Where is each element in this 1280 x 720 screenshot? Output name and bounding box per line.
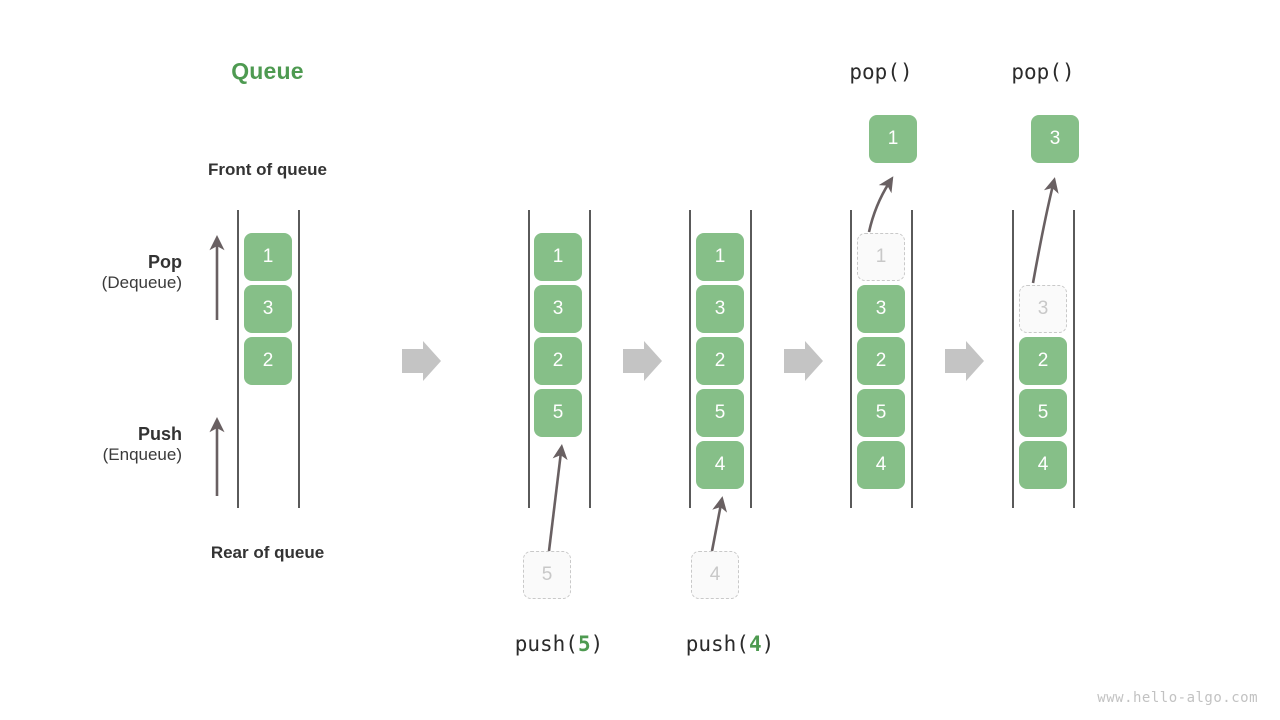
queue-rail-left-stage-0 bbox=[237, 210, 239, 508]
page-title: Queue bbox=[231, 58, 304, 84]
push-operation-alt: (Enqueue) bbox=[102, 444, 182, 464]
queue-cell: 2 bbox=[1019, 337, 1067, 385]
push-call-label-stage-1: push(5) bbox=[479, 632, 639, 656]
queue-cell: 3 bbox=[857, 285, 905, 333]
queue-cell: 3 bbox=[244, 285, 292, 333]
popped-element: 1 bbox=[869, 115, 917, 163]
queue-rail-left-stage-4 bbox=[1012, 210, 1014, 508]
queue-rail-right-stage-0 bbox=[298, 210, 300, 508]
queue-cell: 2 bbox=[696, 337, 744, 385]
queue-cell: 5 bbox=[696, 389, 744, 437]
pop-operation-name: Pop bbox=[148, 252, 182, 272]
queue-rail-right-stage-2 bbox=[750, 210, 752, 508]
pop-call-text: pop() bbox=[1011, 60, 1075, 84]
pop-call-label-stage-3: pop() bbox=[801, 60, 961, 84]
stage-transition-arrow-2-3 bbox=[784, 341, 823, 381]
queue-rail-right-stage-1 bbox=[589, 210, 591, 508]
push-operation-name: Push bbox=[137, 424, 182, 444]
watermark: www.hello-algo.com bbox=[1097, 690, 1258, 706]
queue-cell: 1 bbox=[244, 233, 292, 281]
push-insert-arrow-stage-2 bbox=[710, 496, 728, 552]
pop-remove-arrow-stage-3 bbox=[867, 176, 894, 233]
push-operation-label: Push (Enqueue) bbox=[22, 424, 182, 465]
queue-rail-right-stage-3 bbox=[911, 210, 913, 508]
queue-cell: 4 bbox=[1019, 441, 1067, 489]
push-insert-arrow-stage-1 bbox=[547, 443, 568, 552]
queue-cell: 2 bbox=[244, 337, 292, 385]
queue-rail-left-stage-1 bbox=[528, 210, 530, 508]
incoming-element: 5 bbox=[523, 551, 571, 599]
push-call-argument: 5 bbox=[577, 632, 591, 656]
stage-transition-arrow-0-1 bbox=[402, 341, 441, 381]
queue-cell: 1 bbox=[696, 233, 744, 281]
queue-cell: 5 bbox=[1019, 389, 1067, 437]
queue-cell: 2 bbox=[857, 337, 905, 385]
queue-cell: 5 bbox=[534, 389, 582, 437]
push-call-suffix: ) bbox=[590, 632, 604, 656]
pop-operation-label: Pop (Dequeue) bbox=[22, 252, 182, 293]
push-call-label-stage-2: push(4) bbox=[650, 632, 810, 656]
pop-operation-alt: (Dequeue) bbox=[101, 272, 182, 292]
rear-of-queue-label: Rear of queue bbox=[210, 543, 325, 562]
queue-rail-left-stage-3 bbox=[850, 210, 852, 508]
queue-cell: 2 bbox=[534, 337, 582, 385]
queue-cell: 4 bbox=[696, 441, 744, 489]
stage-transition-arrow-3-4 bbox=[945, 341, 984, 381]
push-call-suffix: ) bbox=[761, 632, 775, 656]
queue-cell: 1 bbox=[857, 233, 905, 281]
pop-call-text: pop() bbox=[849, 60, 913, 84]
queue-cell: 3 bbox=[1019, 285, 1067, 333]
pop-remove-arrow-stage-4 bbox=[1031, 177, 1059, 284]
queue-cell: 1 bbox=[534, 233, 582, 281]
queue-cell: 3 bbox=[534, 285, 582, 333]
pop-call-label-stage-4: pop() bbox=[963, 60, 1123, 84]
push-call-prefix: push( bbox=[514, 632, 578, 656]
front-of-queue-label: Front of queue bbox=[208, 160, 327, 179]
stage-transition-arrow-1-2 bbox=[623, 341, 662, 381]
queue-cell: 4 bbox=[857, 441, 905, 489]
queue-cell: 5 bbox=[857, 389, 905, 437]
popped-element: 3 bbox=[1031, 115, 1079, 163]
queue-rail-left-stage-2 bbox=[689, 210, 691, 508]
incoming-element: 4 bbox=[691, 551, 739, 599]
push-call-prefix: push( bbox=[685, 632, 749, 656]
queue-cell: 3 bbox=[696, 285, 744, 333]
queue-rail-right-stage-4 bbox=[1073, 210, 1075, 508]
push-call-argument: 4 bbox=[748, 632, 762, 656]
